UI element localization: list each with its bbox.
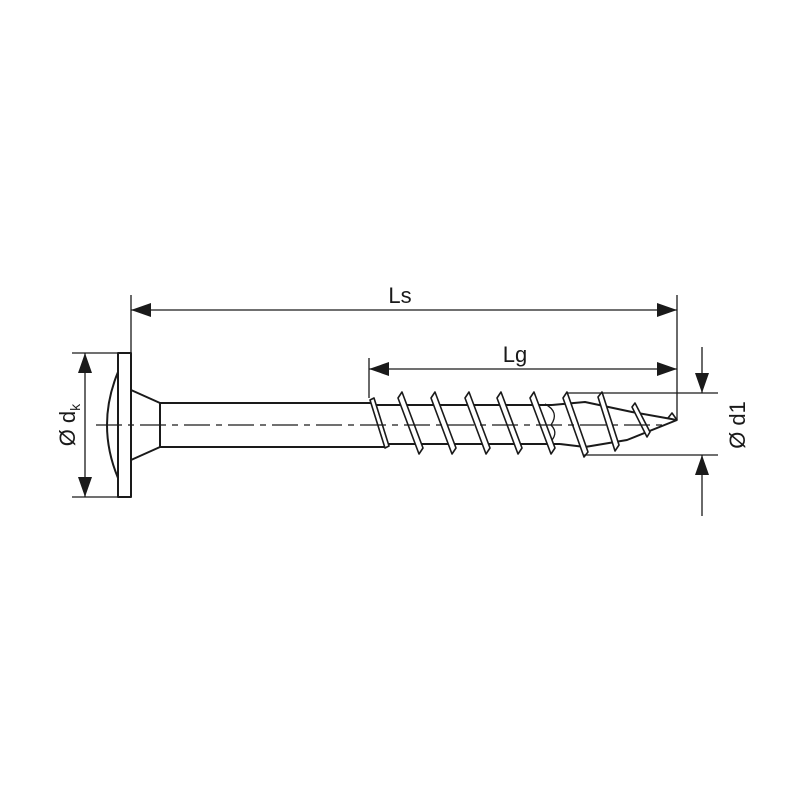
arrow-up-icon bbox=[695, 455, 709, 475]
dimension-lg bbox=[368, 358, 677, 398]
arrow-right-icon bbox=[657, 362, 677, 376]
label-ls: Ls bbox=[388, 283, 411, 308]
dimension-ls bbox=[130, 295, 678, 420]
label-d1: Ød1 bbox=[725, 401, 750, 449]
dimension-d1 bbox=[567, 347, 718, 516]
arrow-down-icon bbox=[695, 373, 709, 393]
countersink-bottom bbox=[130, 446, 161, 461]
label-dk: Ødk bbox=[55, 403, 83, 446]
label-lg: Lg bbox=[503, 342, 527, 367]
screw-shank bbox=[160, 402, 385, 448]
arrow-up-icon bbox=[78, 353, 92, 373]
dimension-dk bbox=[72, 352, 131, 498]
thread-teeth bbox=[369, 391, 678, 458]
arrow-down-icon bbox=[78, 477, 92, 497]
arrow-right-icon bbox=[657, 303, 677, 317]
arrow-left-icon bbox=[131, 303, 151, 317]
arrow-left-icon bbox=[369, 362, 389, 376]
countersink-top bbox=[130, 389, 161, 404]
